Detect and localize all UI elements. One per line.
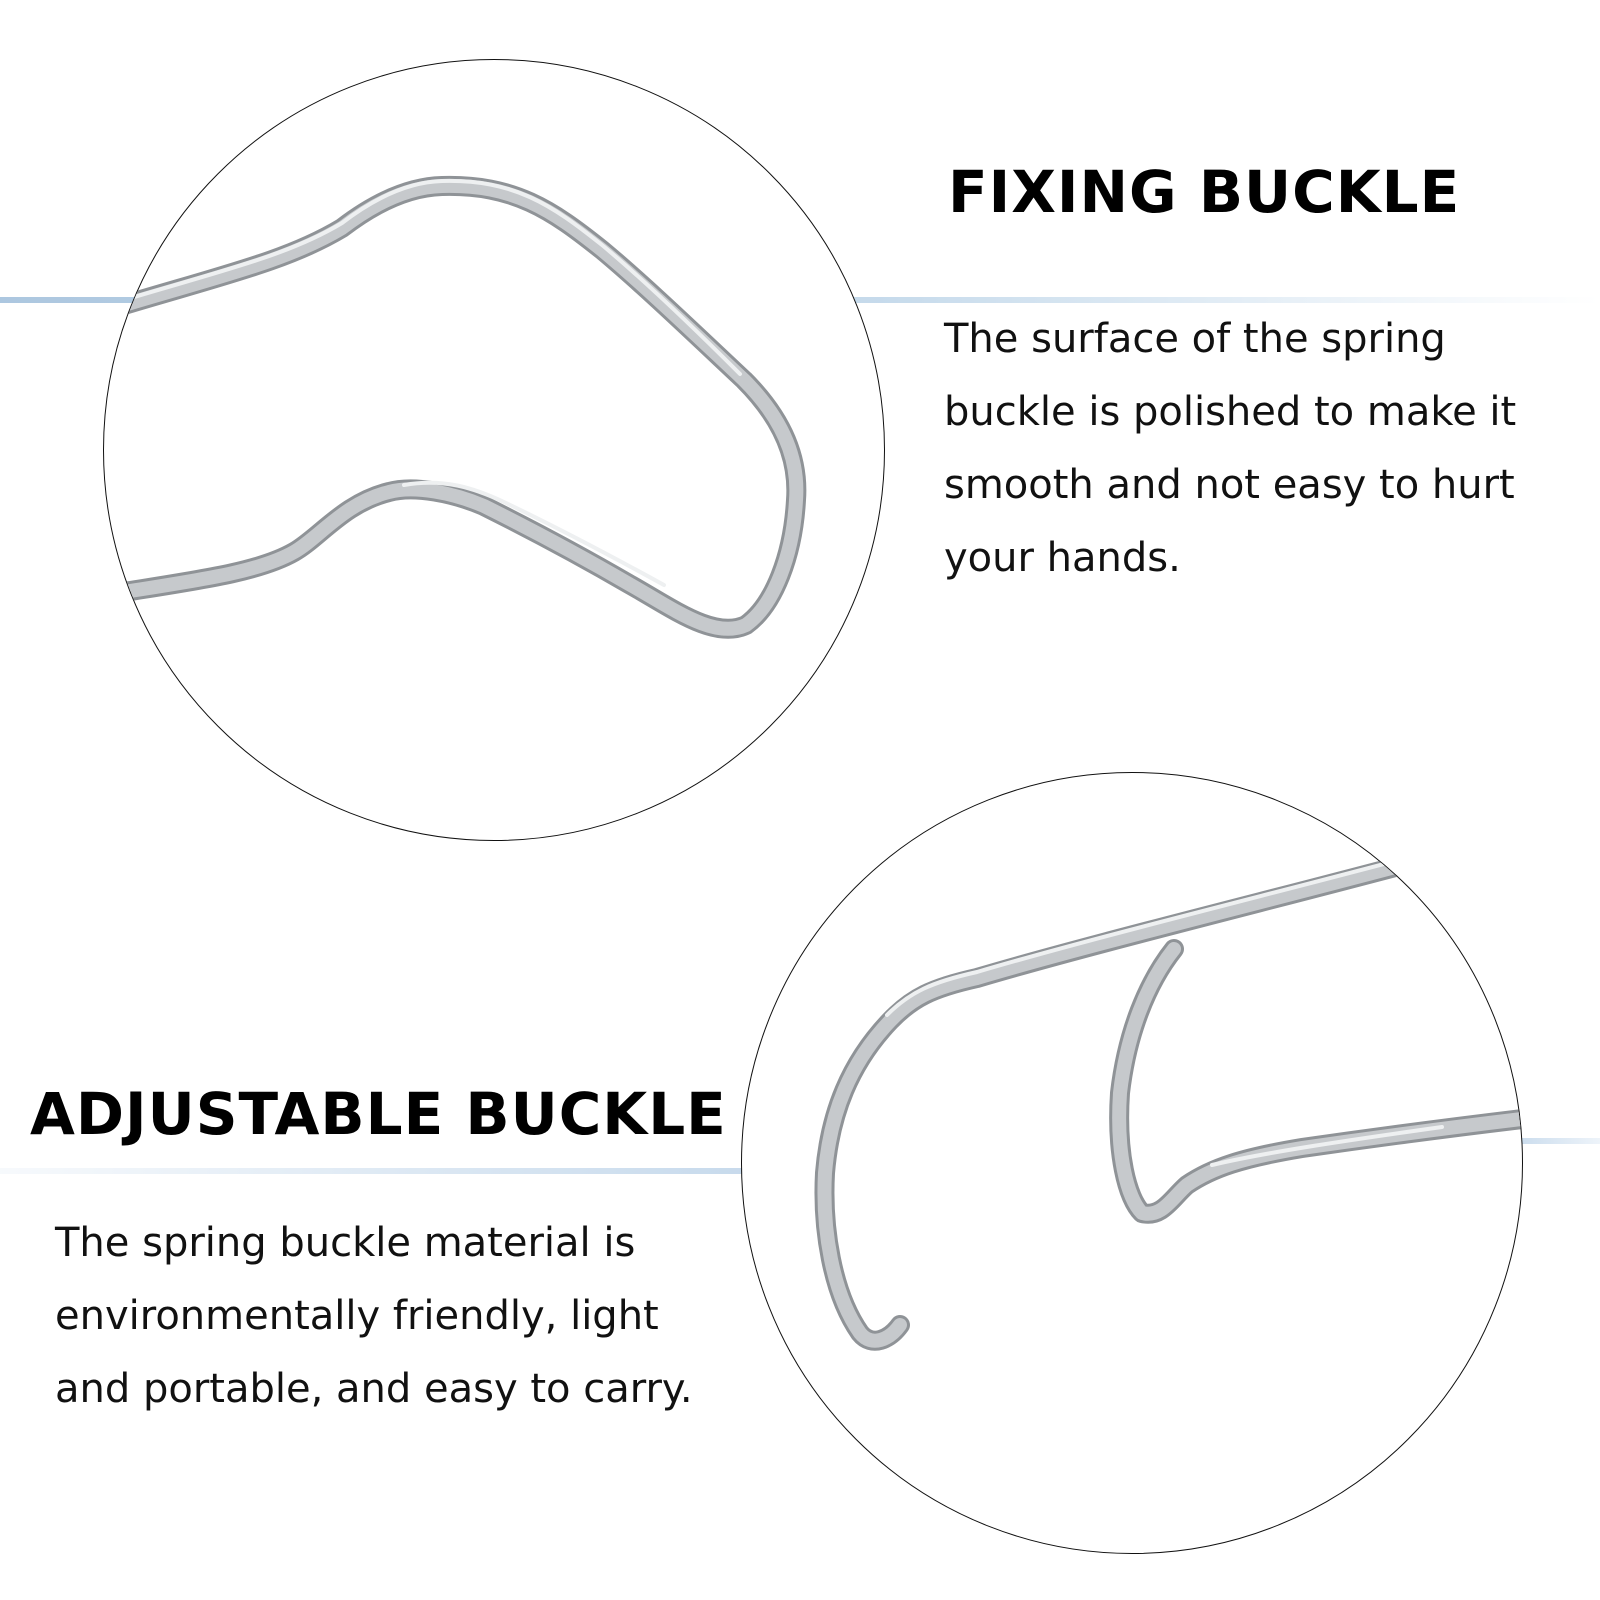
accent-line-bottom-left — [0, 1168, 745, 1174]
adjustable-buckle-heading: ADJUSTABLE BUCKLE — [30, 1080, 727, 1148]
fixing-buckle-heading: FIXING BUCKLE — [948, 158, 1461, 226]
fixing-buckle-description: The surface of the spring buckle is poli… — [944, 316, 1517, 581]
adjustable-buckle-description: The spring buckle material is environmen… — [55, 1220, 693, 1412]
adjustable-buckle-closeup-photo — [741, 772, 1523, 1554]
adjustable-buckle-wire-image — [814, 823, 1522, 1351]
fixing-buckle-wire-image — [114, 175, 807, 639]
accent-line-bottom-right — [1510, 1138, 1600, 1144]
fixing-buckle-closeup-photo — [103, 59, 885, 841]
